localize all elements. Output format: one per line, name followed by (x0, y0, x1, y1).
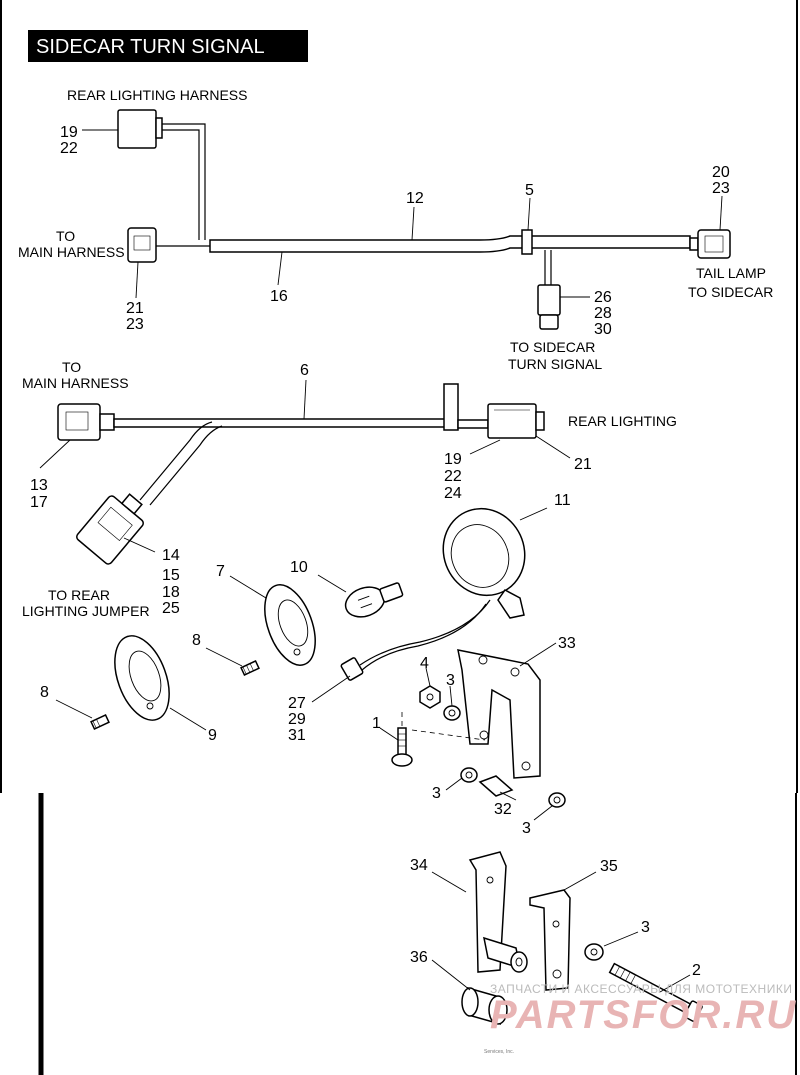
title-bar (28, 30, 308, 62)
callout: 21 (126, 300, 144, 317)
callout: 35 (600, 858, 618, 875)
lamp-leaders (55, 507, 548, 731)
callout: 11 (554, 492, 571, 509)
callout: 29 (288, 711, 306, 728)
callout: 3 (641, 919, 650, 936)
callout: 28 (594, 305, 612, 322)
label-rear-lighting: REAR LIGHTING (568, 413, 677, 429)
callout: 23 (712, 180, 730, 197)
callout-numbers: 19 22 20 23 12 5 21 23 16 26 28 30 6 13 … (30, 124, 730, 979)
label-to-sidecar-turn-a: TO SIDECAR (510, 339, 595, 355)
callout: 30 (594, 321, 612, 338)
callout: 7 (216, 563, 225, 580)
callout: 15 (162, 567, 180, 584)
callout: 13 (30, 477, 48, 494)
watermark: ЗАПЧАСТИ И АКСЕССУАРЫ ДЛЯ МОТОТЕХНИКИ PA… (490, 982, 797, 1037)
bracket-leaders (379, 642, 557, 821)
callout: 16 (270, 288, 288, 305)
label-to-rear-jumper-b: LIGHTING JUMPER (22, 603, 150, 619)
callout: 19 (444, 451, 462, 468)
callout: 8 (192, 632, 201, 649)
callout: 33 (558, 635, 576, 652)
callout: 2 (692, 962, 701, 979)
label-to-rear-jumper-a: TO REAR (48, 587, 110, 603)
callout: 22 (444, 468, 462, 485)
callout: 14 (162, 547, 180, 564)
label-to-main-harness-2b: MAIN HARNESS (22, 375, 129, 391)
label-rear-lighting-harness: REAR LIGHTING HARNESS (67, 87, 247, 103)
callout: 8 (40, 684, 49, 701)
text-labels: REAR LIGHTING HARNESS TO MAIN HARNESS TA… (18, 87, 773, 619)
callout: 21 (574, 456, 592, 473)
top-harness (117, 109, 731, 330)
watermark-logo-text: PARTSFOR.RU (490, 993, 797, 1037)
callout: 32 (494, 801, 512, 818)
label-tail-lamp-b: TO SIDECAR (688, 284, 773, 300)
callout: 26 (594, 289, 612, 306)
watermark-line1: ЗАПЧАСТИ И АКСЕССУАРЫ ДЛЯ МОТОТЕХНИКИ (490, 982, 792, 996)
bracket-assembly (391, 649, 566, 808)
top-leaders (82, 129, 723, 299)
callout: 24 (444, 485, 462, 502)
callout: 36 (410, 949, 428, 966)
callout: 9 (208, 727, 217, 744)
callout: 3 (522, 820, 531, 837)
middle-harness (57, 383, 545, 565)
label-to-main-harness-1b: MAIN HARNESS (18, 244, 125, 260)
callout: 1 (372, 715, 381, 732)
callout: 18 (162, 584, 180, 601)
callout: 10 (290, 559, 308, 576)
copyright-text: Services, Inc. (484, 1049, 514, 1055)
callout: 27 (288, 695, 306, 712)
middle-leaders (39, 379, 571, 553)
label-tail-lamp-a: TAIL LAMP (696, 265, 766, 281)
callout: 3 (432, 785, 441, 802)
callout: 17 (30, 494, 48, 511)
page-title: SIDECAR TURN SIGNAL (36, 36, 265, 58)
callout: 31 (288, 727, 306, 744)
callout: 34 (410, 857, 428, 874)
callout: 12 (406, 190, 424, 207)
lamp-parts (90, 507, 526, 731)
callout: 25 (162, 600, 180, 617)
label-to-main-harness-1a: TO (56, 228, 75, 244)
callout: 5 (525, 182, 534, 199)
callout: 6 (300, 362, 309, 379)
lower-leaders (431, 871, 691, 993)
callout: 4 (420, 655, 429, 672)
callout: 20 (712, 164, 730, 181)
callout: 19 (60, 124, 78, 141)
callout: 23 (126, 316, 144, 333)
callout: 3 (446, 672, 455, 689)
callout: 22 (60, 140, 78, 157)
lower-assembly (461, 851, 703, 1026)
label-to-sidecar-turn-b: TURN SIGNAL (508, 356, 602, 372)
label-to-main-harness-2a: TO (62, 359, 81, 375)
